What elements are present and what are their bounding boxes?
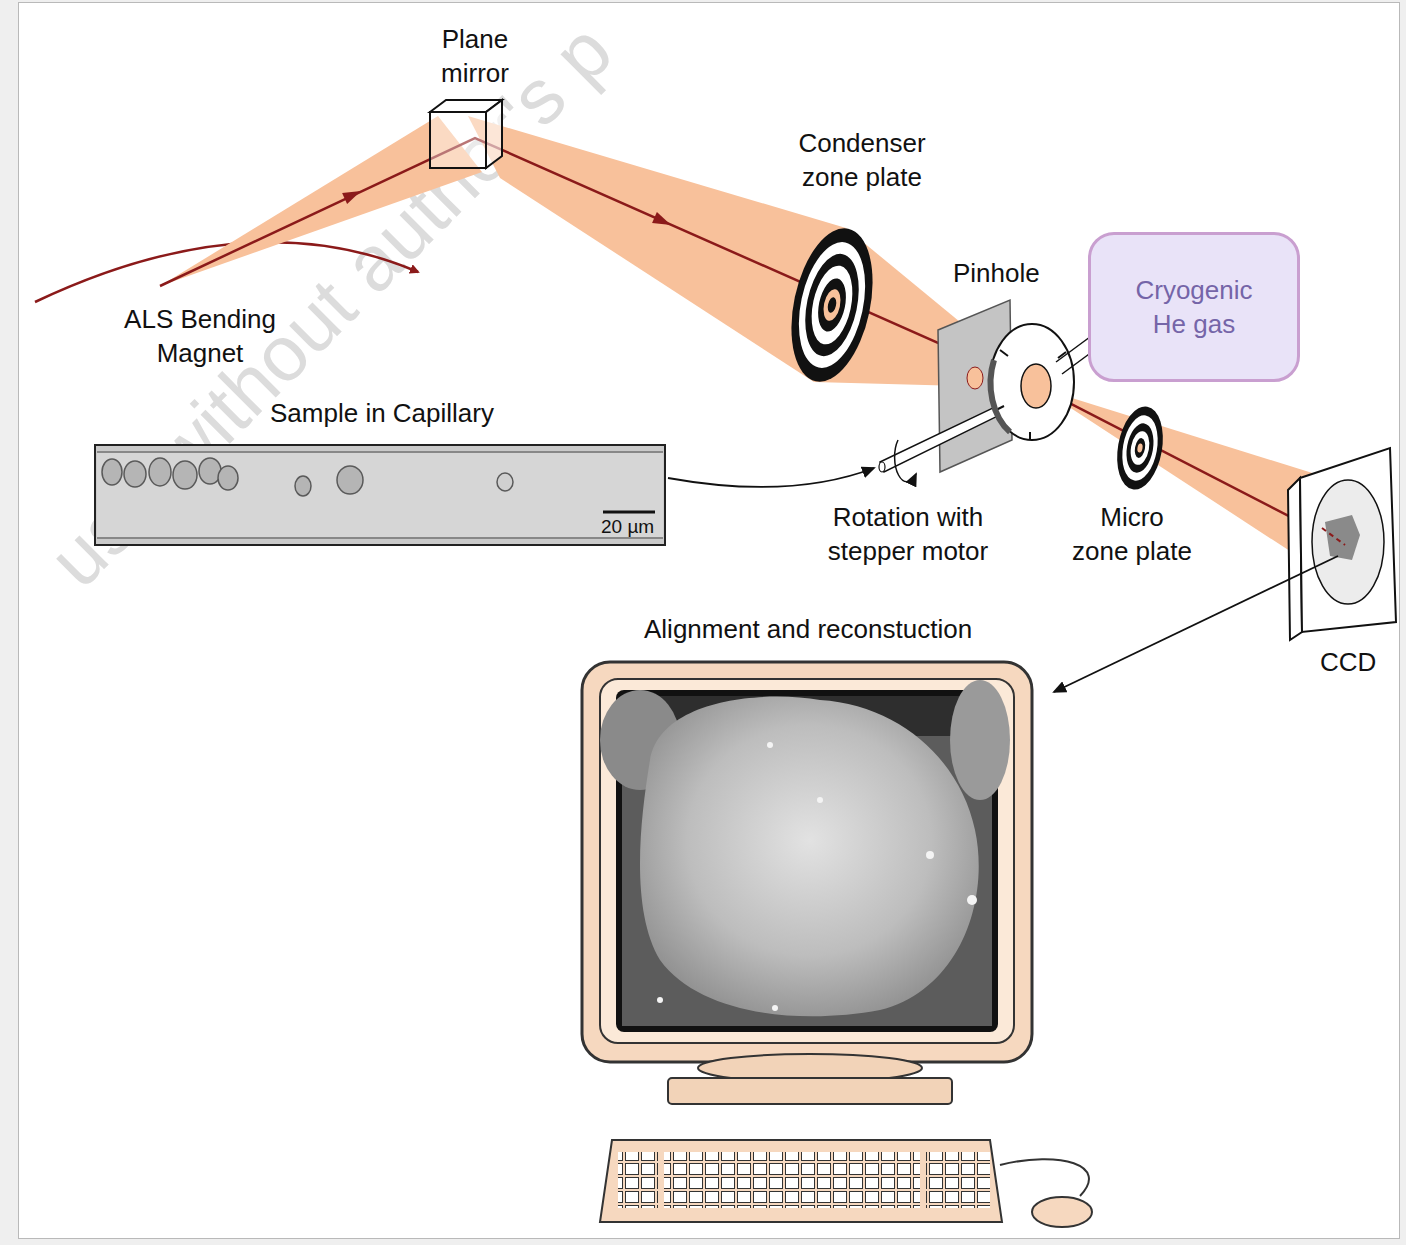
capillary-wall	[97, 537, 663, 539]
cryo-ring	[990, 324, 1074, 440]
cryo-ring	[1021, 364, 1051, 408]
tomogram-speck	[772, 1005, 778, 1011]
tomogram-image	[950, 680, 1010, 800]
keyboard-keys	[664, 1152, 920, 1208]
cryo-ring	[991, 360, 1010, 432]
callout-box: Cryogenic He gas	[1088, 232, 1300, 382]
plane-mirror	[486, 100, 502, 168]
callout-text: Cryogenic He gas	[1119, 273, 1269, 341]
tomogram-speck	[767, 742, 773, 748]
x-ray-beam	[468, 116, 846, 382]
cryo-ring	[990, 324, 1074, 440]
condenser-zone-plate	[826, 296, 837, 313]
cell	[149, 458, 171, 486]
ccd-image	[1325, 515, 1360, 560]
condenser-zone-plate	[805, 262, 859, 348]
part-label: Alignment and reconstuction	[644, 612, 972, 646]
cell	[497, 473, 513, 491]
mouse	[1032, 1197, 1092, 1227]
monitor-screen	[616, 690, 998, 1032]
plane-mirror	[430, 112, 486, 168]
micro-zone-plate	[1111, 403, 1169, 493]
beam-arrowhead	[652, 212, 671, 225]
condenser-zone-plate	[814, 276, 851, 334]
beam-axis	[160, 138, 1345, 545]
condenser-zone-plate	[779, 221, 886, 389]
capillary-wall	[97, 451, 663, 453]
beam-axis	[1322, 528, 1345, 545]
pointer-arrow	[1054, 556, 1338, 692]
part-label: CCD	[1320, 645, 1376, 679]
micro-zone-plate	[1137, 443, 1143, 453]
keyboard-keys	[926, 1152, 990, 1208]
cell	[295, 476, 311, 496]
cell	[124, 461, 146, 487]
capillary-micrograph	[95, 445, 665, 545]
keyboard-keys	[618, 1152, 658, 1208]
monitor-bezel	[582, 662, 1032, 1062]
rotation-arrow	[895, 440, 916, 482]
part-label: Pinhole	[953, 256, 1040, 290]
cell	[337, 466, 363, 494]
cell	[173, 461, 197, 489]
keyboard	[600, 1140, 1002, 1222]
part-label: Rotation with stepper motor	[808, 500, 1008, 568]
tomogram-speck	[657, 742, 977, 1011]
micro-zone-plate	[1118, 413, 1163, 484]
capillary-micrograph	[95, 445, 665, 545]
beam-arrowhead	[342, 191, 361, 204]
micro-zone-plate	[1128, 430, 1152, 467]
capillary-rod	[879, 462, 885, 472]
monitor-stand	[668, 1078, 952, 1104]
micro-zone-plate	[1111, 403, 1169, 493]
tomogram-speck	[817, 797, 823, 803]
pinhole-aperture	[967, 367, 983, 389]
ccd-sensor	[1312, 480, 1384, 604]
condenser-zone-plate	[821, 288, 843, 323]
computer-monitor	[582, 662, 1032, 1104]
tomogram-speck	[657, 997, 663, 1003]
part-label: ALS Bending Magnet	[105, 302, 295, 370]
ccd-detector	[1300, 448, 1396, 632]
micro-zone-plate	[1133, 437, 1146, 458]
keyboard	[600, 1140, 1002, 1222]
mouse-cord	[1000, 1159, 1089, 1196]
tomogram-speck	[926, 851, 934, 859]
condenser-zone-plate	[779, 221, 886, 389]
pointer-arrow	[668, 468, 874, 487]
condenser-zone-plate	[797, 249, 868, 361]
tomogram-speck	[967, 895, 977, 905]
scale-bar	[603, 511, 655, 514]
mouse	[1000, 1159, 1092, 1227]
plane-mirror	[430, 100, 502, 168]
part-label: Plane mirror	[425, 22, 525, 90]
part-label: Condenser zone plate	[777, 126, 947, 194]
ccd-detector	[1288, 448, 1396, 640]
condenser-zone-plate	[788, 236, 875, 374]
capillary-micrograph	[97, 452, 663, 538]
part-label: Sample in Capillary	[270, 396, 494, 430]
cell	[218, 466, 238, 490]
cell	[102, 459, 122, 485]
cell	[102, 458, 513, 496]
part-label: Micro zone plate	[1070, 500, 1194, 568]
tomogram-image	[640, 697, 979, 1017]
monitor-bezel	[600, 679, 1014, 1043]
tomogram-image	[622, 696, 992, 1026]
scale-label: 20 µm	[601, 516, 654, 538]
micro-zone-plate	[1123, 421, 1157, 475]
x-ray-beam	[1040, 388, 1322, 572]
